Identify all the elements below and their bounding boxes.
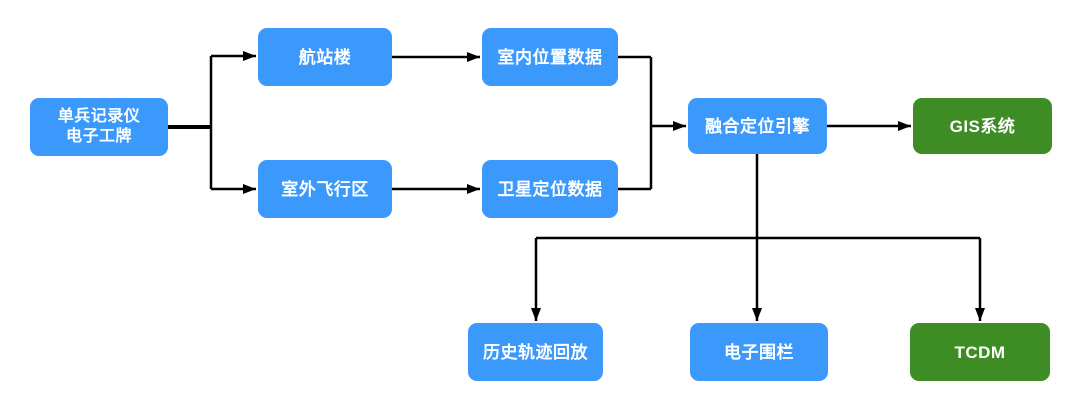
node-fusion-positioning-engine: 融合定位引擎 [688, 98, 827, 154]
node-electronic-fence-label: 电子围栏 [724, 342, 794, 362]
node-outdoor-flight-area: 室外飞行区 [258, 160, 392, 218]
node-indoor-position-data-label: 室内位置数据 [497, 47, 603, 67]
node-history-track-playback-label: 历史轨迹回放 [483, 342, 588, 362]
node-soldier-recorder-line1: 单兵记录仪 [57, 108, 141, 125]
node-soldier-recorder-badge: 单兵记录仪 电子工牌 [30, 98, 168, 156]
node-fusion-positioning-engine-label: 融合定位引擎 [705, 116, 810, 136]
node-indoor-position-data: 室内位置数据 [482, 28, 618, 86]
node-tcdm-label: TCDM [954, 342, 1006, 362]
node-outdoor-flight-area-label: 室外飞行区 [281, 179, 369, 199]
node-terminal-building: 航站楼 [258, 28, 392, 86]
node-electronic-fence: 电子围栏 [690, 323, 828, 381]
node-satellite-position-data-label: 卫星定位数据 [497, 179, 603, 199]
node-soldier-recorder-line2: 电子工牌 [65, 128, 132, 145]
node-tcdm: TCDM [910, 323, 1050, 381]
node-terminal-building-label: 航站楼 [298, 47, 352, 67]
node-satellite-position-data: 卫星定位数据 [482, 160, 618, 218]
node-gis-system: GIS系统 [913, 98, 1052, 154]
node-history-track-playback: 历史轨迹回放 [468, 323, 603, 381]
node-gis-system-label: GIS系统 [949, 116, 1016, 136]
